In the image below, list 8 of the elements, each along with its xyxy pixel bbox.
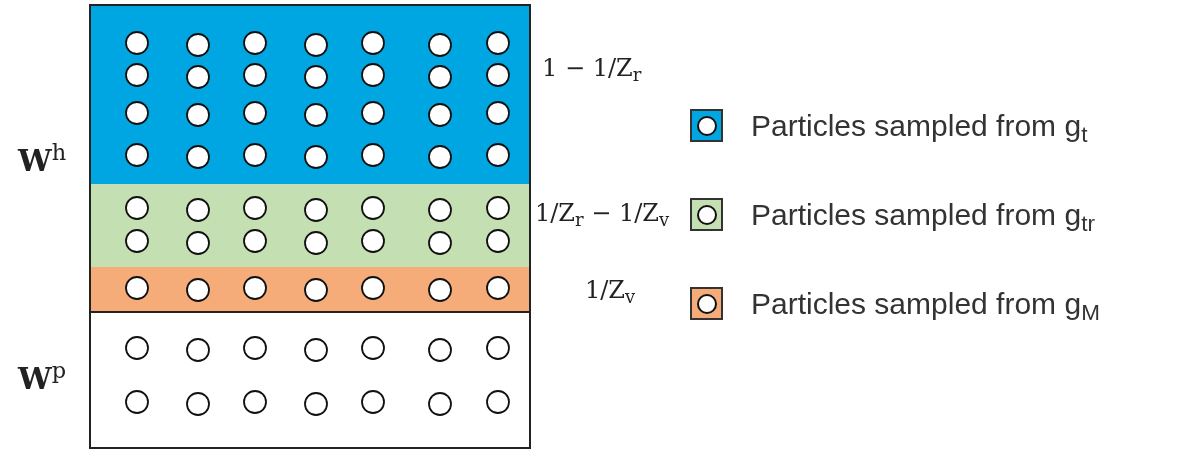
math-label: W$^{h}$: [18, 138, 67, 180]
legend-text: Particles sampled from g$_{t}$: [751, 108, 1088, 148]
math-label: 1/Z$_{r}$ − 1/Z$_{v}$: [535, 198, 670, 231]
math-label: 1/Z$_{v}$: [585, 275, 636, 308]
legend-text: Particles sampled from g$_{tr}$: [751, 197, 1095, 237]
math-label: 1 − 1/Z$_{r}$: [542, 53, 642, 86]
legend-text: Particles sampled from g$_{M}$: [751, 286, 1100, 326]
math-label: W$^{p}$: [18, 356, 67, 398]
